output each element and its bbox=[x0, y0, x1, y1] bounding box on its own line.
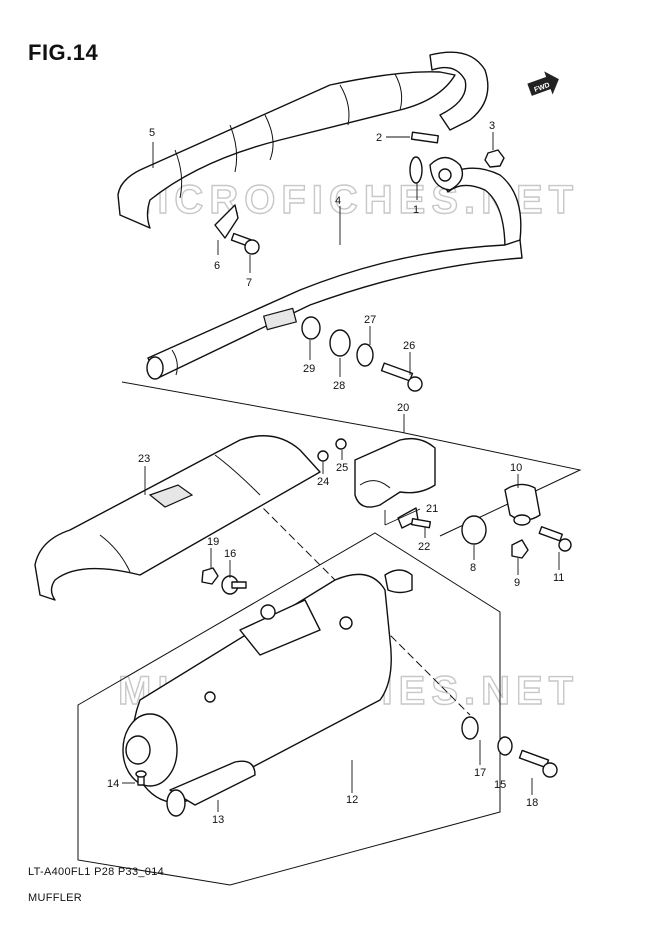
part-grommet-17 bbox=[461, 716, 479, 740]
callout-23: 23 bbox=[138, 453, 150, 465]
part-heat-shield-lower bbox=[34, 435, 321, 601]
callout-13: 13 bbox=[212, 814, 224, 826]
part-nut-9 bbox=[511, 539, 529, 559]
callout-7: 7 bbox=[246, 277, 252, 289]
part-nut-25 bbox=[335, 438, 347, 450]
callout-20: 20 bbox=[397, 402, 409, 414]
figure-name: MUFFLER bbox=[28, 892, 83, 904]
callout-15: 15 bbox=[494, 779, 506, 791]
callout-4: 4 bbox=[335, 195, 341, 207]
callout-5: 5 bbox=[149, 127, 155, 139]
part-screw-14 bbox=[135, 770, 147, 786]
callout-24: 24 bbox=[317, 476, 329, 488]
fwd-arrow-icon: FWD bbox=[527, 71, 559, 96]
part-heat-shield-upper bbox=[117, 71, 456, 229]
part-clamp-10 bbox=[504, 483, 541, 526]
callout-26: 26 bbox=[403, 340, 415, 352]
part-nut-19 bbox=[201, 567, 219, 585]
callout-1: 1 bbox=[413, 204, 419, 216]
callout-18: 18 bbox=[526, 797, 538, 809]
callout-25: 25 bbox=[336, 462, 348, 474]
callout-17: 17 bbox=[474, 767, 486, 779]
figure-title: FIG.14 bbox=[28, 40, 99, 65]
callout-9: 9 bbox=[514, 577, 520, 589]
part-spark-arrestor bbox=[166, 760, 256, 817]
part-sleeve-8 bbox=[461, 515, 487, 545]
part-bolt-22 bbox=[410, 517, 432, 529]
callout-10: 10 bbox=[510, 462, 522, 474]
callout-21: 21 bbox=[426, 503, 438, 515]
part-washer-15 bbox=[497, 736, 513, 756]
part-grommet-28 bbox=[329, 329, 351, 357]
figure-code: LT-A400FL1 P28 P33_014 bbox=[28, 866, 165, 878]
callout-leaders bbox=[122, 132, 560, 812]
part-stud-bolt bbox=[410, 131, 439, 144]
part-bolt-18 bbox=[518, 749, 558, 778]
part-nut-24 bbox=[317, 450, 329, 462]
part-exhaust-pipe bbox=[146, 239, 523, 380]
part-muffler bbox=[122, 569, 413, 804]
part-flange bbox=[429, 156, 464, 191]
callout-19: 19 bbox=[207, 536, 219, 548]
callout-14: 14 bbox=[107, 778, 119, 790]
callout-8: 8 bbox=[470, 562, 476, 574]
part-bolt-11 bbox=[538, 526, 572, 552]
callout-12: 12 bbox=[346, 794, 358, 806]
callout-6: 6 bbox=[214, 260, 220, 272]
part-gasket bbox=[409, 156, 423, 184]
callout-22: 22 bbox=[418, 541, 430, 553]
callout-29: 29 bbox=[303, 363, 315, 375]
callout-16: 16 bbox=[224, 548, 236, 560]
callout-2: 2 bbox=[376, 132, 382, 144]
callout-27: 27 bbox=[364, 314, 376, 326]
part-clamp-20 bbox=[354, 437, 436, 508]
callout-labels: 5 2 3 4 1 6 7 29 28 27 26 20 23 24 25 21… bbox=[107, 120, 564, 826]
part-bracket bbox=[214, 204, 239, 239]
part-bolt-7 bbox=[230, 232, 260, 255]
part-nut-top bbox=[484, 149, 505, 168]
callout-28: 28 bbox=[333, 380, 345, 392]
part-washer-29 bbox=[301, 316, 321, 340]
part-stud-16 bbox=[221, 575, 247, 595]
callout-11: 11 bbox=[553, 572, 564, 584]
callout-3: 3 bbox=[489, 120, 495, 132]
part-collar-27 bbox=[356, 343, 374, 367]
part-bolt-26 bbox=[380, 362, 423, 392]
